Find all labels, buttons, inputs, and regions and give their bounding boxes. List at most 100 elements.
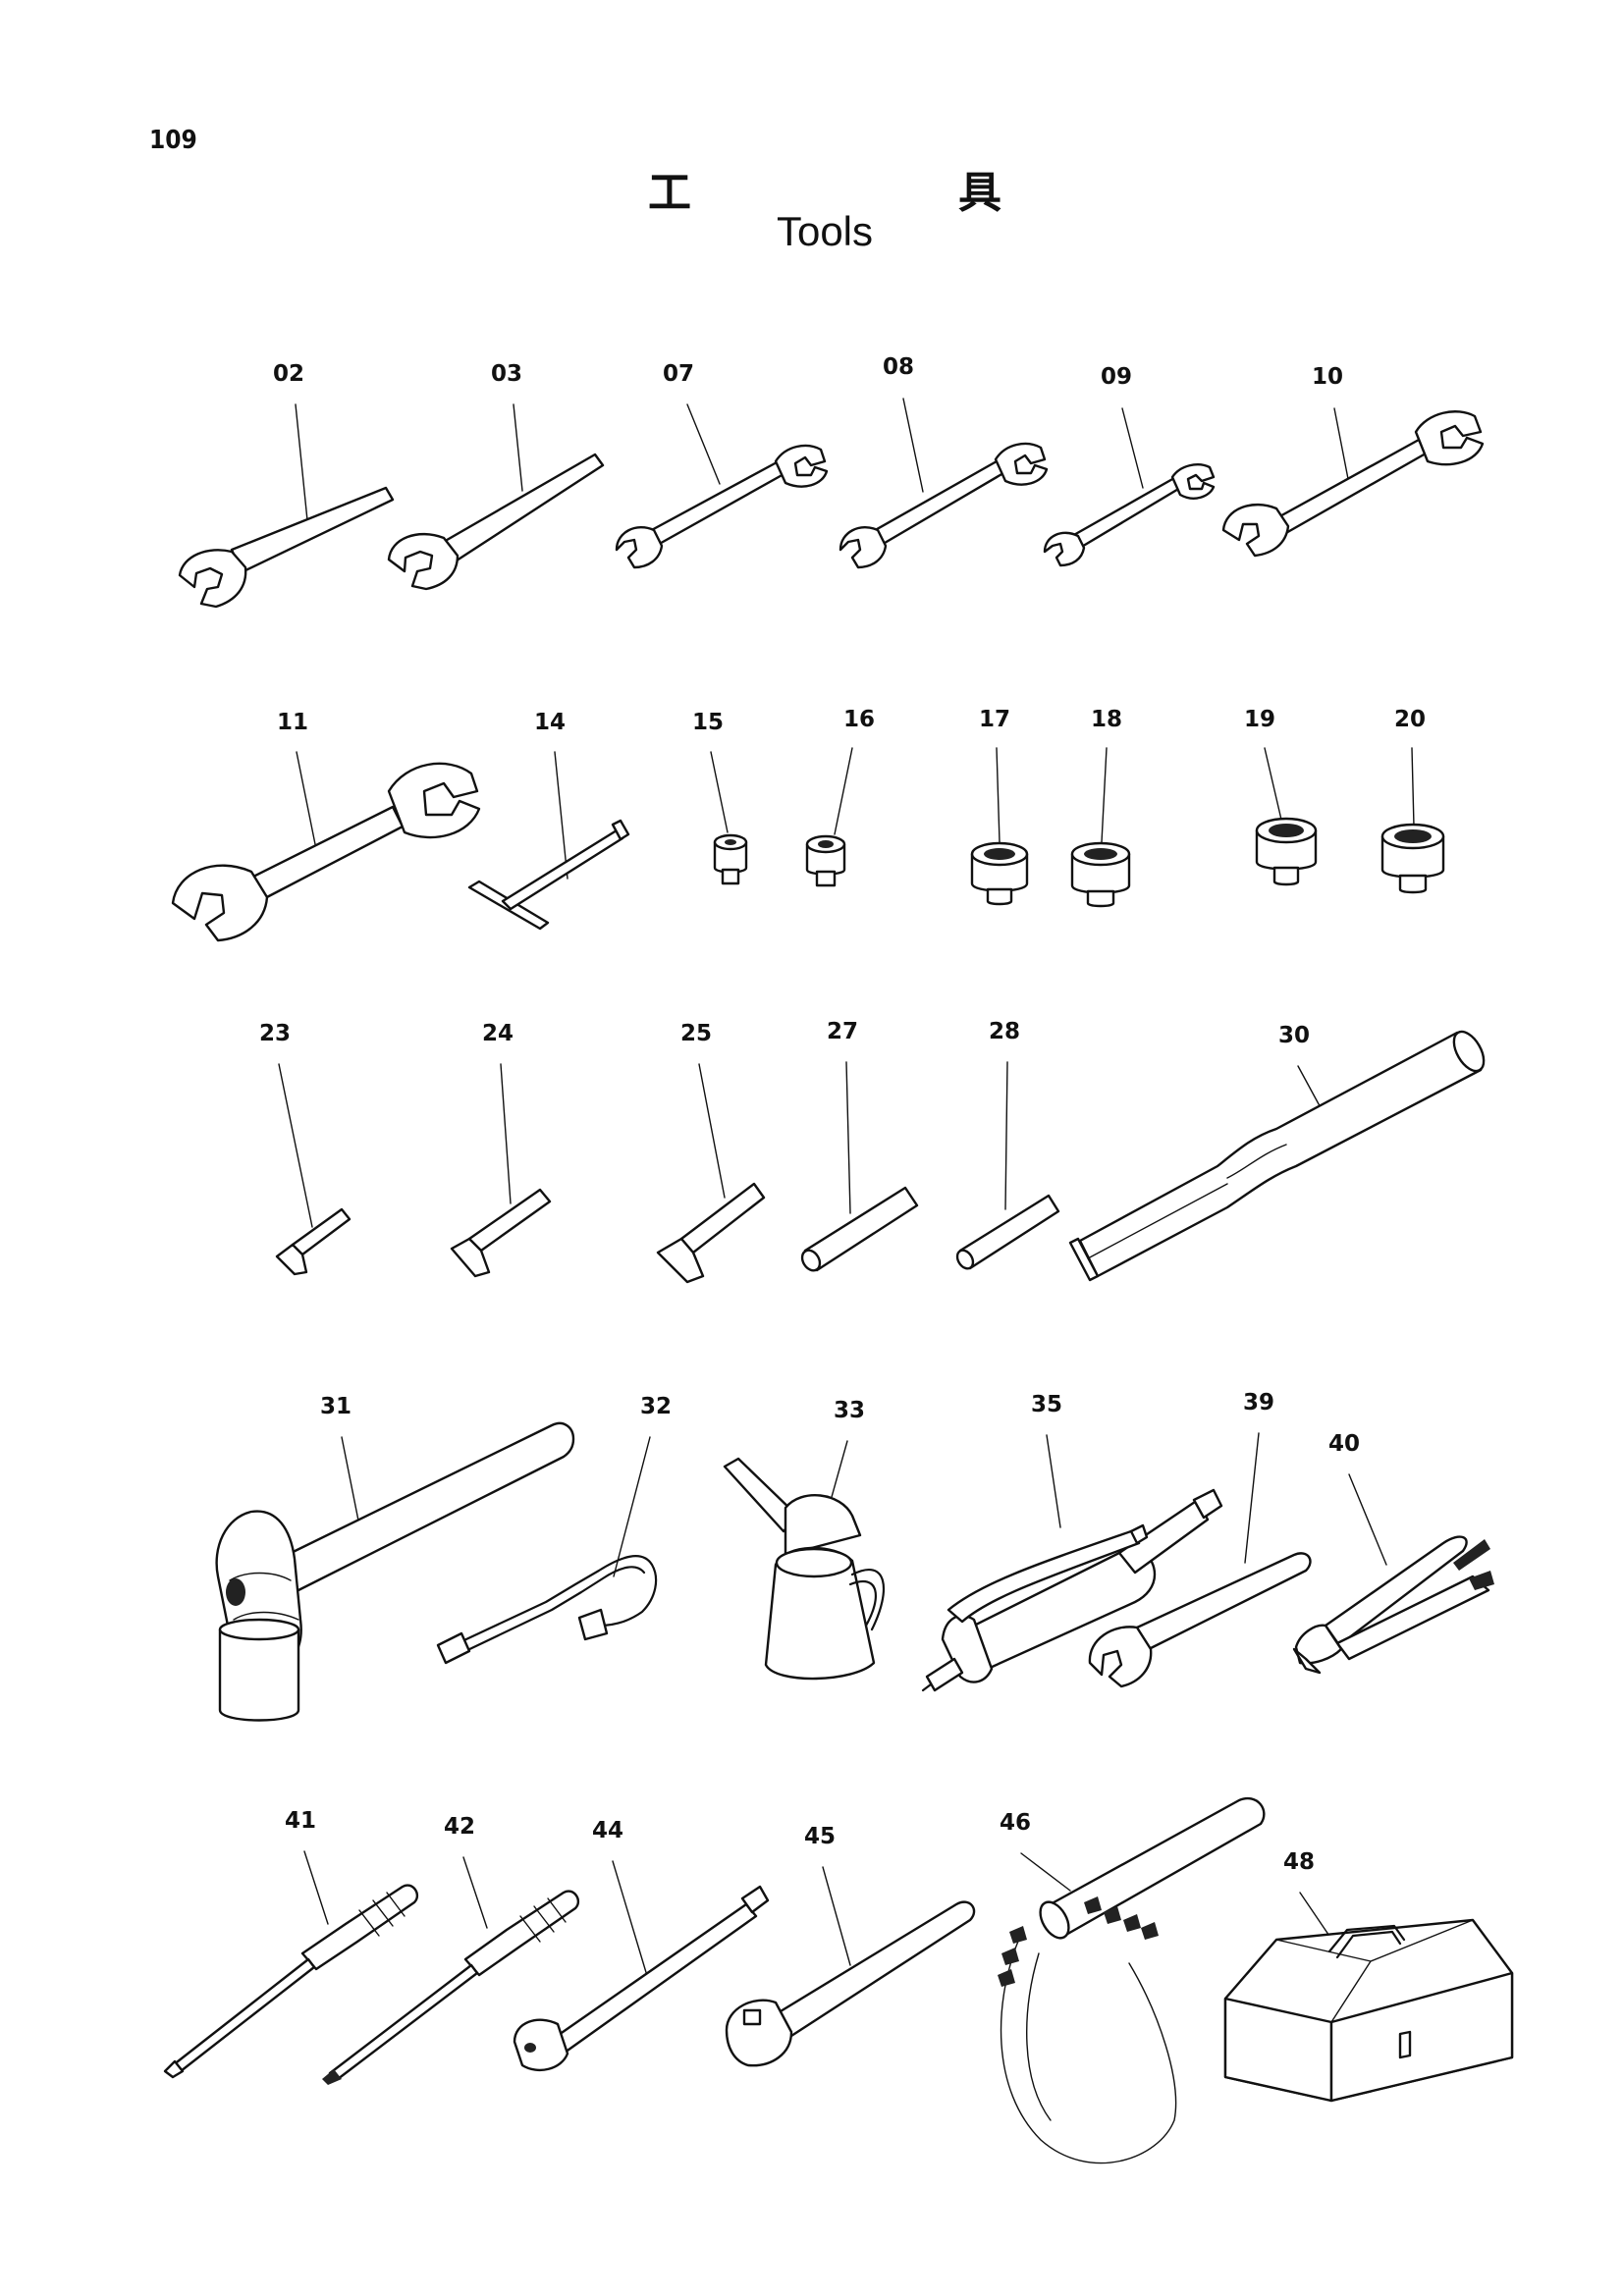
- part-02: 02: [178, 361, 395, 609]
- page-title-jp: 工 具: [648, 157, 1001, 220]
- double-open-end-wrench-icon: [1043, 463, 1216, 567]
- part-number-label: 15: [692, 710, 724, 735]
- part-35: 35: [921, 1392, 1223, 1692]
- part-28: 28: [955, 1019, 1060, 1270]
- extension-pipe-icon: [1068, 1030, 1486, 1282]
- hex-key-icon: [450, 1188, 552, 1278]
- part-23: 23: [259, 1021, 352, 1276]
- socket-icon: [805, 834, 846, 887]
- screwdriver-icon: [163, 1884, 419, 2079]
- part-27: 27: [800, 1019, 919, 1272]
- part-number-label: 27: [827, 1019, 858, 1044]
- socket-icon: [1380, 823, 1445, 894]
- socket-icon: [1255, 817, 1318, 886]
- screwdriver-icon: [322, 1890, 580, 2085]
- ratchet-handle-icon: [725, 1900, 976, 2067]
- part-25: 25: [656, 1021, 766, 1284]
- part-number-label: 45: [804, 1824, 836, 1849]
- part-15: 15: [692, 710, 748, 885]
- part-11: 11: [171, 710, 481, 942]
- part-number-label: 02: [273, 361, 304, 387]
- double-open-end-wrench-icon: [1221, 410, 1485, 558]
- part-44: 44: [513, 1818, 770, 2072]
- part-20: 20: [1380, 707, 1445, 894]
- part-17: 17: [970, 707, 1029, 906]
- part-19: 19: [1244, 707, 1318, 886]
- open-end-wrench-icon: [178, 486, 395, 609]
- part-number-label: 33: [834, 1398, 865, 1423]
- part-31: 31: [215, 1394, 575, 1722]
- double-open-end-wrench-icon: [615, 444, 829, 569]
- part-24: 24: [450, 1021, 552, 1278]
- part-number-label: 14: [534, 710, 566, 735]
- part-number-label: 44: [592, 1818, 623, 1843]
- part-number-label: 41: [285, 1808, 316, 1834]
- extension-bar-icon: [513, 1885, 770, 2072]
- part-07: 07: [615, 361, 829, 569]
- part-30: 30: [1068, 1023, 1486, 1282]
- part-41: 41: [163, 1808, 419, 2079]
- oil-can-icon: [723, 1457, 886, 1681]
- part-number-label: 31: [320, 1394, 352, 1419]
- part-48: 48: [1223, 1849, 1514, 2103]
- part-number-label: 17: [979, 707, 1010, 732]
- part-number-label: 46: [1000, 1810, 1031, 1836]
- part-number-label: 42: [444, 1814, 475, 1840]
- part-14: 14: [467, 710, 630, 931]
- part-39: 39: [1088, 1390, 1312, 1688]
- part-number-label: 03: [491, 361, 522, 387]
- part-32: 32: [436, 1394, 672, 1665]
- part-03: 03: [387, 361, 605, 591]
- toolbox-icon: [1223, 1918, 1514, 2103]
- part-40: 40: [1292, 1431, 1494, 1675]
- part-number-label: 30: [1278, 1023, 1310, 1048]
- part-number-label: 48: [1283, 1849, 1315, 1875]
- part-number-label: 24: [482, 1021, 514, 1046]
- part-number-label: 07: [663, 361, 694, 387]
- part-42: 42: [322, 1814, 580, 2085]
- part-33: 33: [723, 1398, 886, 1681]
- part-number-label: 28: [989, 1019, 1020, 1044]
- part-18: 18: [1070, 707, 1131, 908]
- socket-icon: [970, 841, 1029, 906]
- part-46: 46: [998, 1796, 1266, 2164]
- part-number-label: 39: [1243, 1390, 1274, 1415]
- part-number-label: 09: [1101, 364, 1132, 390]
- hex-key-icon: [656, 1182, 766, 1284]
- t-handle-icon: [467, 819, 630, 931]
- part-08: 08: [839, 354, 1049, 569]
- part-45: 45: [725, 1824, 976, 2067]
- part-number-label: 32: [640, 1394, 672, 1419]
- flexible-hose-icon: [436, 1555, 658, 1665]
- part-number-label: 18: [1091, 707, 1122, 732]
- grease-gun-icon: [921, 1488, 1223, 1692]
- part-09: 09: [1043, 364, 1216, 567]
- socket-icon: [1070, 841, 1131, 908]
- part-number-label: 11: [277, 710, 308, 735]
- part-number-label: 35: [1031, 1392, 1062, 1417]
- part-number-label: 16: [843, 707, 875, 732]
- part-number-label: 10: [1312, 364, 1343, 390]
- part-number-label: 19: [1244, 707, 1275, 732]
- hex-bar-icon: [955, 1194, 1060, 1270]
- part-number-label: 08: [883, 354, 914, 380]
- double-open-end-wrench-icon: [171, 762, 481, 942]
- hex-key-icon: [275, 1207, 352, 1276]
- title-jp-char-2: 具: [958, 168, 1001, 218]
- title-jp-char-1: 工: [648, 168, 691, 218]
- part-16: 16: [805, 707, 875, 887]
- open-end-wrench-icon: [387, 453, 605, 591]
- part-number-label: 23: [259, 1021, 291, 1046]
- pliers-icon: [1292, 1535, 1494, 1675]
- page-title: Tools: [776, 208, 874, 254]
- filter-wrench-icon: [998, 1796, 1266, 2164]
- hex-bar-icon: [800, 1186, 919, 1272]
- socket-icon: [713, 833, 748, 885]
- page-number: 109: [149, 126, 197, 155]
- part-10: 10: [1221, 364, 1485, 558]
- part-number-label: 20: [1394, 707, 1426, 732]
- hammer-icon: [215, 1421, 575, 1722]
- part-number-label: 25: [680, 1021, 712, 1046]
- part-number-label: 40: [1328, 1431, 1360, 1457]
